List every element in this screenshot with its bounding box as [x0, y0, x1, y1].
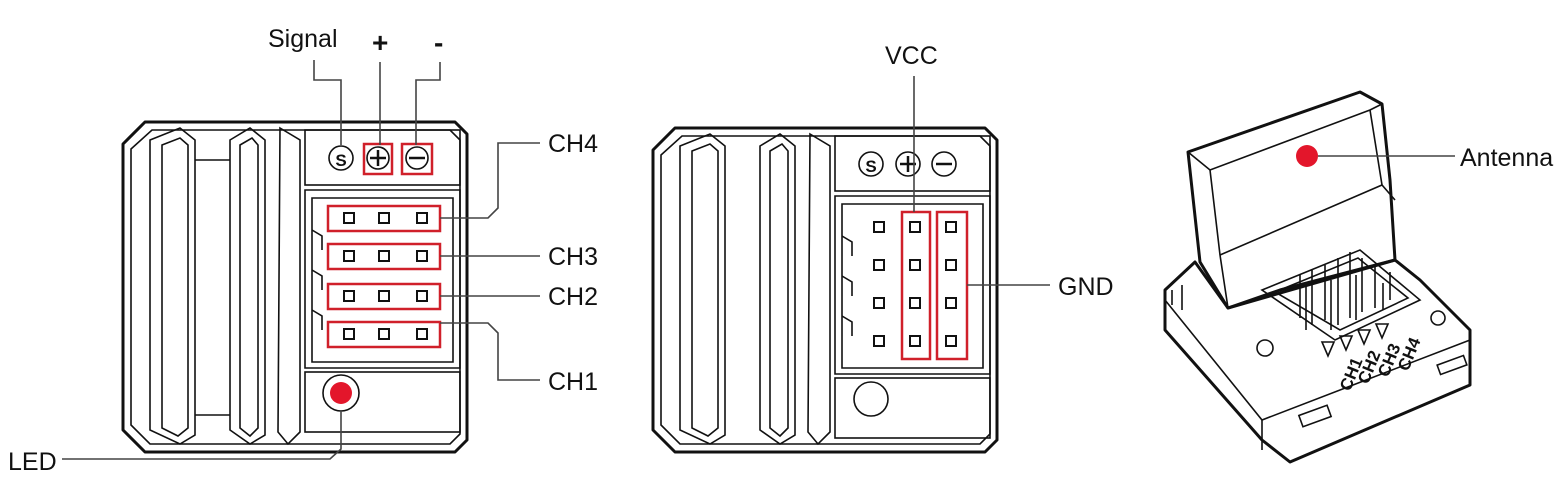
right-pins [1299, 252, 1391, 330]
left-port-s-text: S [335, 151, 346, 170]
led-indicator [330, 382, 352, 404]
plus-label: + [372, 27, 388, 58]
ch3-label: CH3 [548, 243, 598, 271]
middle-port-s-text: S [865, 157, 876, 176]
left-port-plus [362, 142, 394, 176]
antenna-marker [1296, 145, 1318, 167]
left-port-s: S [328, 145, 354, 171]
middle-receiver-view: S VCC GND [651, 42, 1114, 454]
middle-ribs [679, 132, 831, 446]
middle-led-ring [853, 381, 889, 417]
side-channel-labels: CH1 CH2 CH3 CH4 [1320, 323, 1425, 393]
middle-pins [841, 221, 957, 347]
vcc-label: VCC [885, 42, 938, 70]
middle-port-minus [931, 151, 957, 177]
ch1-row [326, 320, 442, 349]
middle-port-s: S [858, 151, 884, 177]
antenna-label: Antenna [1460, 144, 1553, 172]
middle-port-plus [895, 151, 921, 177]
left-port-minus [400, 142, 434, 176]
vcc-column [900, 210, 932, 361]
led-label: LED [8, 448, 57, 476]
left-ribs [149, 126, 301, 446]
ch4-label: CH4 [548, 130, 598, 158]
side-ch4-label: CH4 [1394, 334, 1425, 373]
left-pin-rows [311, 204, 442, 349]
signal-label: Signal [268, 25, 338, 53]
ch1-label: CH1 [548, 368, 598, 396]
ch2-label: CH2 [548, 283, 598, 311]
minus-label: - [434, 27, 443, 58]
left-receiver-view: S Signal [8, 25, 598, 476]
right-receiver-view: CH1 CH2 CH3 CH4 Antenna [1163, 90, 1553, 464]
gnd-label: GND [1058, 273, 1114, 301]
